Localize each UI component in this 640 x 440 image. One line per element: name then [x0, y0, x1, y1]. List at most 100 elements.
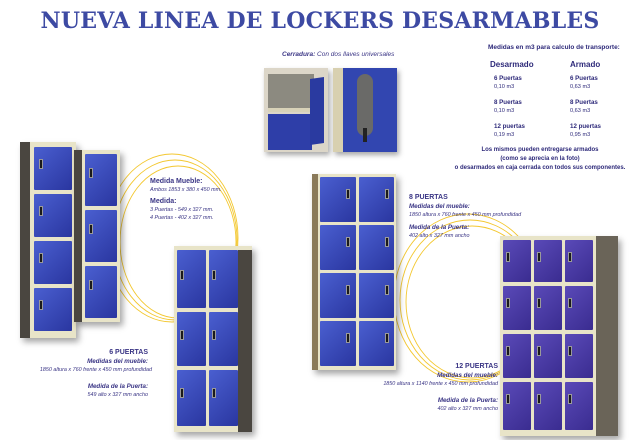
door — [85, 210, 117, 262]
door — [320, 177, 356, 222]
door — [320, 225, 356, 270]
frame-edge — [333, 68, 343, 152]
spec-label: Medida Mueble: — [150, 178, 203, 185]
spec-value: 1850 altura x 1140 frente x 450 mm profu… — [383, 381, 498, 387]
door — [34, 241, 72, 284]
delivery-note: Los mismos pueden entregarse armados (co… — [440, 146, 640, 173]
door — [85, 154, 117, 206]
door — [34, 288, 72, 331]
page-title: NUEVA LINEA DE LOCKERS DESARMABLES — [40, 8, 600, 34]
col-header: Desarmado — [490, 60, 534, 69]
row-value: 0,63 m3 — [570, 84, 591, 90]
spec-label: Medidas del mueble: — [87, 358, 148, 365]
six-doors-specs: 6 PUERTAS Medidas del mueble: 1850 altur… — [20, 348, 152, 399]
locker-interior — [268, 74, 314, 108]
photo-lock-handle — [333, 68, 397, 152]
spec-value: 549 alto x 327 mm ancho — [87, 392, 148, 398]
locker-side — [20, 142, 30, 338]
col-header: Armado — [570, 60, 601, 69]
note-line: o desarmados en caja cerrada con todos s… — [454, 165, 626, 171]
door — [534, 334, 562, 378]
locker-side — [596, 236, 618, 436]
lock-caption: Cerradura: Con dos llaves universales — [282, 51, 394, 58]
locker-side — [74, 150, 82, 322]
spec-value: 1850 altura x 760 frente x 450 mm profun… — [409, 212, 522, 218]
door — [503, 334, 531, 378]
door — [359, 321, 394, 366]
locker-8-doors — [312, 174, 396, 370]
locker-side — [312, 174, 318, 370]
locker-4-doors — [20, 142, 76, 338]
row-value: 0,95 m3 — [570, 132, 591, 138]
row-label: 6 Puertas — [494, 75, 522, 82]
locker-12-doors — [500, 236, 618, 436]
door — [177, 370, 206, 426]
open-door — [310, 77, 324, 145]
spec-label: Medida de la Puerta: — [437, 397, 498, 404]
photo-open-locker — [264, 68, 328, 152]
spec-label: Medida: — [150, 198, 177, 205]
eight-doors-specs: 8 PUERTAS Medidas del mueble: 1850 altur… — [409, 193, 529, 240]
door — [177, 250, 206, 308]
spec-label: Medida de la Puerta: — [87, 383, 148, 390]
spec-value: 1850 altura x 760 frente x 450 mm profun… — [39, 367, 152, 373]
door — [359, 225, 394, 270]
spec-title: 8 PUERTAS — [409, 194, 448, 201]
note-line: Los mismos pueden entregarse armados — [481, 147, 599, 153]
locker-side — [238, 250, 252, 432]
spec-value: 402 alto x 327 mm ancho — [437, 406, 498, 412]
row-value: 0,63 m3 — [570, 108, 591, 114]
lock-label: Cerradura: — [282, 51, 316, 58]
door — [209, 312, 238, 366]
spec-value: Ambos 1853 x 380 x 450 mm. — [150, 187, 222, 193]
note-line: (como se aprecia en la foto) — [500, 156, 580, 162]
spec-label: Medidas del mueble: — [437, 372, 498, 379]
door — [320, 273, 356, 318]
row-label: 6 Puertas — [570, 75, 598, 82]
row-label: 8 Puertas — [570, 99, 598, 106]
small-lockers-specs: Medida Mueble: Ambos 1853 x 380 x 450 mm… — [150, 177, 270, 222]
door — [209, 250, 238, 308]
door — [34, 194, 72, 237]
transport-col-desarmado: Desarmado 6 Puertas 0,10 m3 8 Puertas 0,… — [490, 60, 550, 139]
row-value: 0,19 m3 — [494, 132, 515, 138]
door — [177, 312, 206, 366]
spec-title: 12 PUERTAS — [455, 363, 498, 370]
door — [503, 382, 531, 430]
locker-3-doors — [74, 150, 120, 322]
spec-title: 6 PUERTAS — [109, 349, 148, 356]
spec-value: 4 Puertas - 402 x 327 mm. — [150, 215, 214, 221]
transport-col-armado: Armado 6 Puertas 0,63 m3 8 Puertas 0,63 … — [570, 60, 630, 139]
twelve-doors-specs: 12 PUERTAS Medidas del mueble: 1850 altu… — [360, 362, 498, 413]
shelf — [268, 108, 314, 112]
door — [359, 273, 394, 318]
lock-text: Con dos llaves universales — [317, 51, 395, 58]
lock-handle-icon — [357, 74, 373, 136]
door — [565, 382, 593, 430]
door — [534, 240, 562, 282]
door — [565, 334, 593, 378]
door — [34, 147, 72, 190]
row-label: 12 puertas — [494, 123, 525, 130]
door — [503, 286, 531, 330]
locker-6-doors — [174, 246, 252, 432]
row-label: 12 puertas — [570, 123, 601, 130]
row-label: 8 Puertas — [494, 99, 522, 106]
door — [320, 321, 356, 366]
door — [503, 240, 531, 282]
door — [209, 370, 238, 426]
door — [534, 286, 562, 330]
lower-door — [268, 114, 312, 150]
row-value: 0,10 m3 — [494, 84, 515, 90]
spec-label: Medida de la Puerta: — [409, 224, 470, 231]
door — [565, 240, 593, 282]
spec-label: Medidas del mueble: — [409, 203, 470, 210]
spec-value: 402 alto x 327 mm ancho — [409, 233, 470, 239]
row-value: 0,10 m3 — [494, 108, 515, 114]
door — [565, 286, 593, 330]
spec-value: 3 Puertas - 549 x 327 mm. — [150, 207, 214, 213]
door — [359, 177, 394, 222]
key-icon — [363, 128, 367, 142]
door — [534, 382, 562, 430]
transport-heading: Medidas en m3 para calculo de transporte… — [488, 44, 620, 51]
